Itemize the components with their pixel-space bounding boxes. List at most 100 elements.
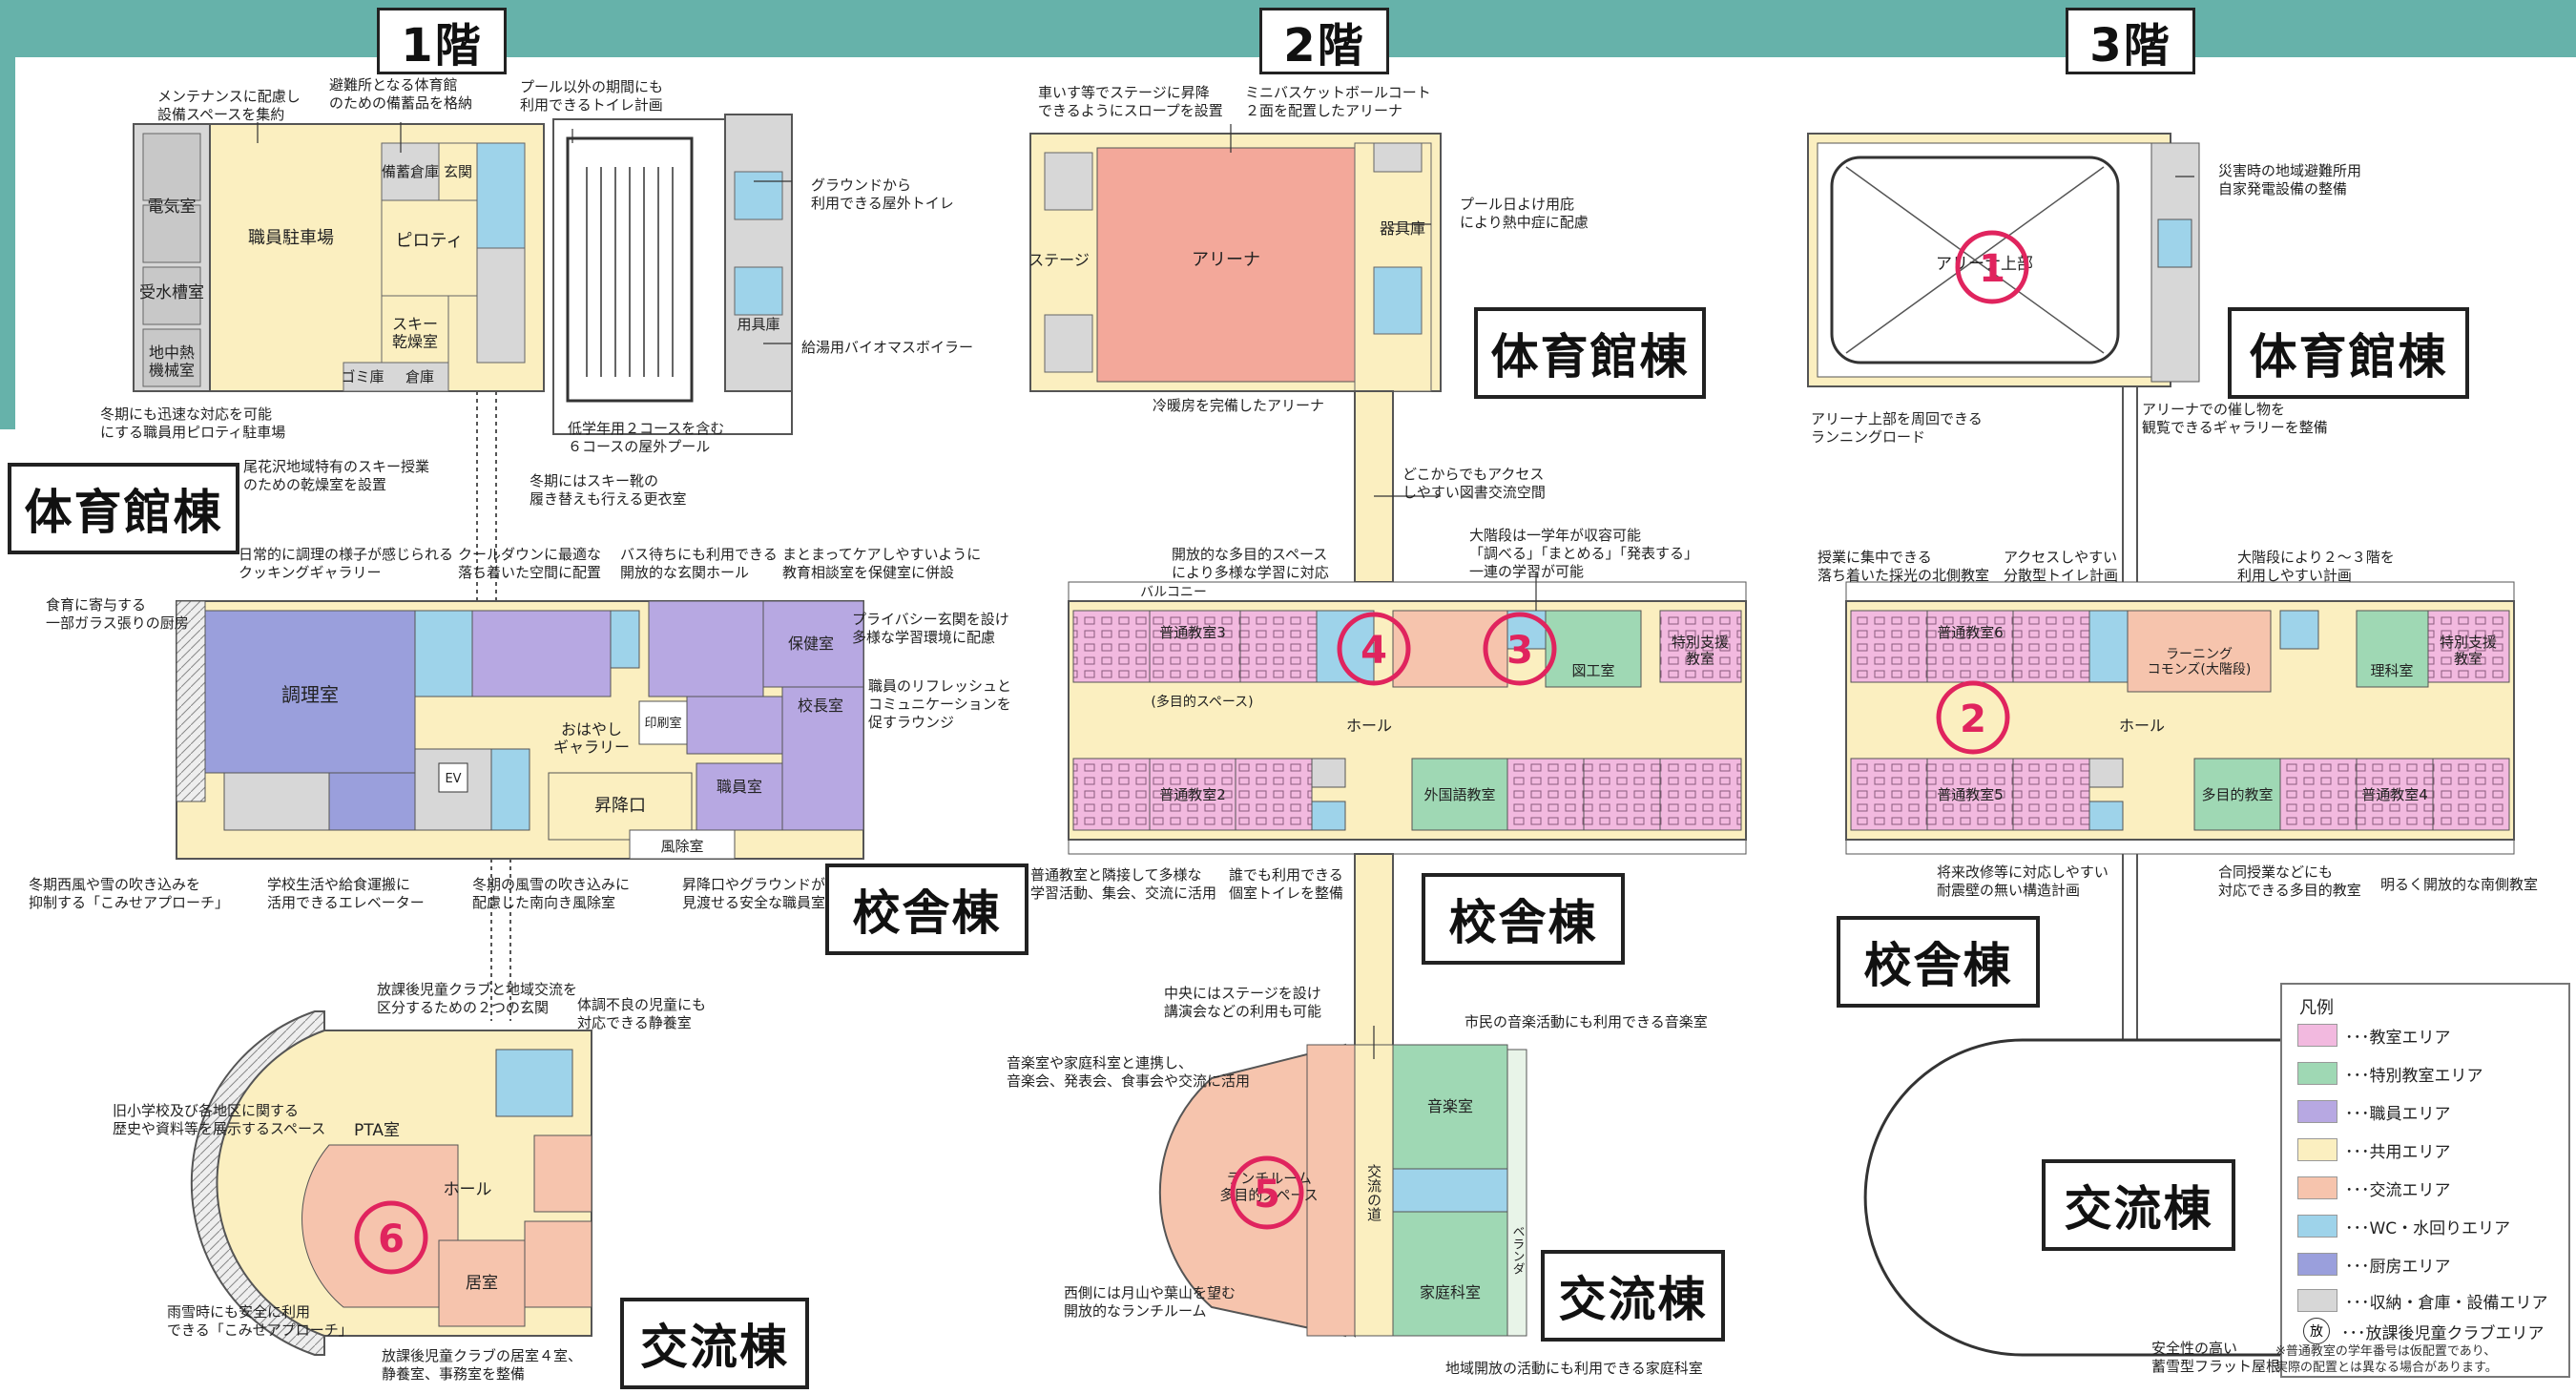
f3-connectors <box>2122 386 2138 1040</box>
f1-electric-label: 電気室 <box>148 198 197 217</box>
f3-science-label: 理科室 <box>2370 662 2413 679</box>
annotation-2f-lunch-room: 西側には月山や葉山を望む 開放的なランチルーム <box>1064 1284 1236 1320</box>
legend-label: ･･･教室エリア <box>2345 1028 2451 1048</box>
label-2f-school: 校舎棟 <box>1422 873 1625 965</box>
f1-cooking-label: 調理室 <box>281 683 339 706</box>
label-1f-gym: 体育館棟 <box>8 463 239 554</box>
annotation-1f-counseling: まとまってケアしやすいように 教育相談室を保健室に併設 <box>782 546 982 581</box>
f2-lunch-label: ランチルーム多目的スペース <box>1219 1170 1318 1203</box>
legend-swatch <box>2297 1062 2337 1085</box>
annotation-1f-elevator: 学校生活や給食運搬に 活用できるエレベーター <box>267 876 425 911</box>
f1-living-label: 居室 <box>466 1274 498 1293</box>
f1-storage-label: 備蓄倉庫 <box>382 163 439 180</box>
f1-wind-room-label: 風除室 <box>660 838 703 855</box>
legend-item: ･･･厨房エリア <box>2297 1252 2565 1277</box>
legend-swatch <box>2297 1138 2337 1161</box>
annotation-1f-cooldown: クールダウンに最適な 落ち着いた空間に配置 <box>458 546 602 581</box>
markers <box>354 230 2029 1275</box>
f3-class6-label: 普通教室6 <box>1937 624 2004 641</box>
legend-item: ･･･交流エリア <box>2297 1176 2565 1200</box>
annotation-1f-piloti-parking: 冬期にも迅速な対応を可能 にする職員用ピロティ駐車場 <box>100 406 286 441</box>
label-1f-exchange: 交流棟 <box>620 1298 809 1389</box>
f2-home-econ-label: 家庭科室 <box>1420 1283 1481 1301</box>
annotation-3f-south: 明るく開放的な南側教室 <box>2380 876 2539 893</box>
annotation-3f-toilet-plan: アクセスしやすい 分散型トイレ計画 <box>2004 549 2119 584</box>
f1-bus-exit-label: 昇降口 <box>594 796 646 816</box>
marker-1-ring <box>1955 230 2029 304</box>
f1-exchange-building: PTA室 ホール 居室 <box>190 1010 592 1356</box>
legend-item: ･･･WC・水回りエリア <box>2297 1214 2565 1238</box>
legend-label: ･･･職員エリア <box>2345 1104 2451 1124</box>
f1-staff-parking-label: 職員駐車場 <box>248 228 334 248</box>
f2-arena-label: アリーナ <box>1192 250 1260 270</box>
f2-class3-label: 普通教室3 <box>1159 624 1226 641</box>
f3-special-label: 特別支援教室 <box>2440 634 2497 667</box>
legend-item-afterschool: 放 ･･･放課後児童クラブエリア <box>2297 1318 2565 1344</box>
marker-6: 6 <box>378 1217 405 1261</box>
annotation-3f-multi-class: 合同授業などにも 対応できる多目的教室 <box>2218 863 2361 899</box>
annotation-1f-entrance-hall: バス待ちにも利用できる 開放的な玄関ホール <box>620 546 778 581</box>
f1-pta-label: PTA室 <box>354 1121 400 1140</box>
f3-class4-label: 普通教室4 <box>2361 786 2428 803</box>
legend-label: ･･･共用エリア <box>2345 1142 2451 1162</box>
annotation-2f-library: どこからでもアクセス しやすい図書交流空間 <box>1402 466 1546 501</box>
annotation-2f-music-link: 音楽室や家庭科室と連携し、 音楽会、発表会、食事会や交流に活用 <box>1007 1054 1251 1090</box>
annotation-3f-stairs-2-3: 大階段により２～３階を 利用しやすい計画 <box>2237 549 2395 584</box>
marker-2-ring <box>1936 680 2010 755</box>
f1-hall-label: ホール <box>444 1180 492 1199</box>
f3-class5-label: 普通教室5 <box>1937 786 2004 803</box>
marker-5: 5 <box>1254 1173 1280 1217</box>
f1-ski-dry-label: スキー乾燥室 <box>392 315 438 350</box>
f2-gym-building: ステージ アリーナ 器具庫 <box>1028 133 1442 392</box>
f2-veranda-label: ベランダ <box>1510 1225 1526 1275</box>
f1-staff-room-label: 職員室 <box>717 778 762 796</box>
f1-ev-label: EV <box>445 772 461 786</box>
f2-equip-label: 器具庫 <box>1380 219 1425 238</box>
f2-road-label: 交流の道 <box>1365 1163 1382 1221</box>
marker-2: 2 <box>1960 697 1986 741</box>
annotation-2f-private-toilet: 誰でも利用できる 個室トイレを整備 <box>1229 866 1344 902</box>
f1-underground-label: 地中熱機械室 <box>149 343 195 379</box>
annotation-3f-running: アリーナ上部を周回できる ランニングロード <box>1811 410 1983 446</box>
f1-piloti-label: ピロティ <box>396 231 464 251</box>
f3-gym-building: アリーナ上部 <box>1807 133 2200 387</box>
f2-special-label: 特別支援教室 <box>1672 634 1729 667</box>
label-2f-exchange: 交流棟 <box>1541 1250 1725 1342</box>
annotation-1f-history: 旧小学校及び各地区に関する 歴史や資料等を展示するスペース <box>113 1102 326 1137</box>
annotation-1f-staff-room: 昇降口やグラウンドが 見渡せる安全な職員室 <box>682 876 826 911</box>
legend-swatch <box>2297 1024 2337 1047</box>
f2-exchange-building: 音楽室 家庭科室 ランチルーム多目的スペース 交流の道 ベランダ <box>1158 1043 1527 1338</box>
annotation-1f-ski-dry: 尾花沢地域特有のスキー授業 のための乾燥室を設置 <box>243 458 430 493</box>
f1-water-tank-label: 受水槽室 <box>139 283 204 302</box>
annotation-2f-stage-slope: 車いす等でステージに昇降 できるようにスロープを設置 <box>1038 84 1223 119</box>
legend-swatch <box>2297 1289 2337 1312</box>
annotation-1f-outdoor-toilet: グラウンドから 利用できる屋外トイレ <box>811 177 954 212</box>
f3-learning-label: ラーニングコモンズ(大階段) <box>2148 647 2252 677</box>
legend-item: ･･･職員エリア <box>2297 1099 2565 1124</box>
f1-gallery-label: おはやしギャラリー <box>553 720 630 756</box>
legend-item: ･･･収納・倉庫・設備エリア <box>2297 1288 2565 1313</box>
annotation-1f-wind-room: 冬期の風雪の吹き込みに 配慮した南向き風除室 <box>472 876 631 911</box>
annotation-2f-eaves: プール日よけ用庇 により熱中症に配慮 <box>1460 196 1589 231</box>
label-3f-exchange: 交流棟 <box>2042 1159 2235 1251</box>
f2-class2-label: 普通教室2 <box>1159 786 1226 803</box>
annotation-2f-multispace: 開放的な多目的スペース により多様な学習に対応 <box>1172 546 1329 581</box>
legend: 凡例 ･･･教室エリア ･･･特別教室エリア ･･･職員エリア ･･･共用エリア… <box>2280 983 2570 1378</box>
floor-badge-1f: 1階 <box>377 8 507 74</box>
marker-4-ring <box>1337 612 1411 686</box>
label-3f-school: 校舎棟 <box>1837 916 2040 1008</box>
f3-school-building: 普通教室6 ラーニングコモンズ(大階段) 普通教室5 普通教室4 多目的教室 理… <box>1845 581 2515 855</box>
legend-note: ※普通教室の学年番号は仮配置であり、 実際の配置とは異なる場合があります。 <box>2275 1344 2498 1375</box>
annotation-2f-aircon: 冷暖房を完備したアリーナ <box>1153 397 1325 414</box>
annotation-2f-music-room: 市民の音楽活動にも利用できる音楽室 <box>1465 1013 1708 1030</box>
annotation-2f-adjacent: 普通教室と隣接して多様な 学習活動、集会、交流に活用 <box>1030 866 1217 902</box>
legend-swatch <box>2297 1100 2337 1123</box>
f2-corridor-south <box>1354 853 1394 1055</box>
legend-label: ･･･WC・水回りエリア <box>2345 1218 2511 1238</box>
marker-1: 1 <box>1979 247 2005 291</box>
f2-multi-space-label: (多目的スペース) <box>1151 694 1253 710</box>
annotation-3f-generator: 災害時の地域避難所用 自家発電設備の整備 <box>2218 162 2362 198</box>
floor-badge-2f: 2階 <box>1259 8 1389 74</box>
annotation-3f-north: 授業に集中できる 落ち着いた採光の北側教室 <box>1818 549 1990 584</box>
f1-printing-label: 印刷室 <box>644 716 681 731</box>
